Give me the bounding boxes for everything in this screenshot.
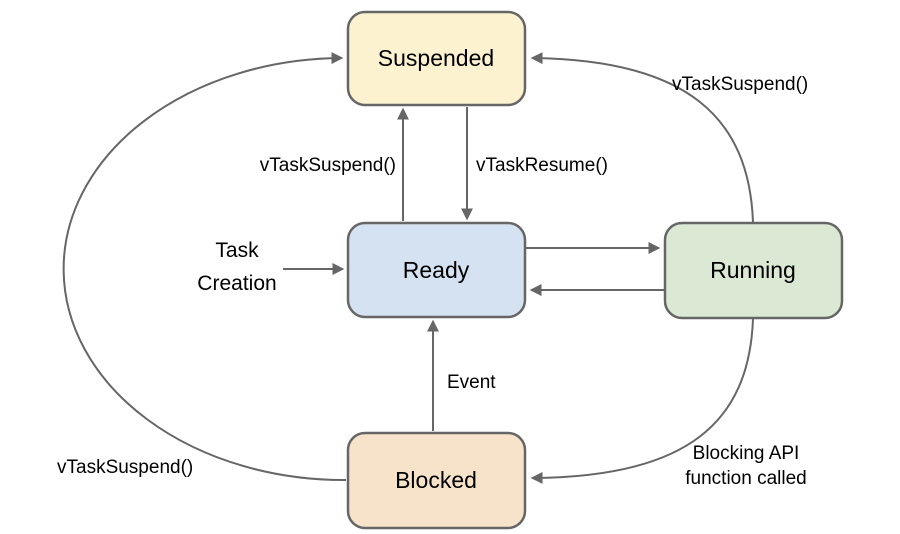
label-vtasksuspend-top-right: vTaskSuspend() <box>672 74 808 95</box>
label-vtaskresume: vTaskResume() <box>476 155 608 176</box>
state-box-suspended <box>346 10 527 107</box>
arrow-blocked-to-suspended <box>62 52 347 482</box>
state-label-running: Running <box>710 257 796 283</box>
state-box-ready <box>346 221 527 319</box>
state-label-suspended: Suspended <box>378 45 494 71</box>
label-task-creation-line1: Task <box>215 239 259 262</box>
label-blocking-api-line2: function called <box>685 468 806 489</box>
arrow-running-to-blocked <box>530 318 754 484</box>
label-vtasksuspend-bottom-left: vTaskSuspend() <box>57 457 193 478</box>
label-task-creation-line2: Creation <box>197 272 276 295</box>
label-event: Event <box>447 372 496 393</box>
state-label-blocked: Blocked <box>395 467 477 493</box>
state-box-blocked <box>346 431 527 530</box>
arrow-running-to-suspended <box>530 52 754 223</box>
label-blocking-api-line1: Blocking API <box>693 443 800 464</box>
state-box-running <box>663 221 844 320</box>
state-label-ready: Ready <box>403 257 470 283</box>
label-vtasksuspend-mid: vTaskSuspend() <box>260 155 396 176</box>
